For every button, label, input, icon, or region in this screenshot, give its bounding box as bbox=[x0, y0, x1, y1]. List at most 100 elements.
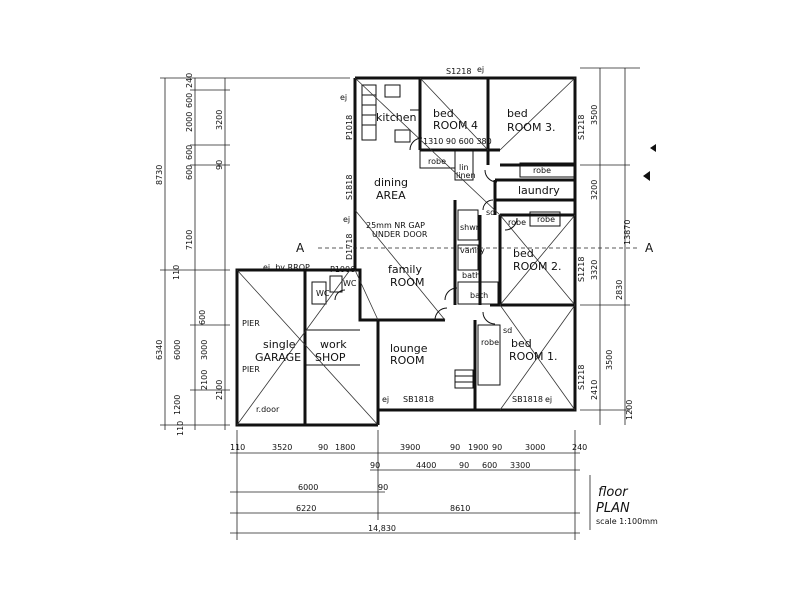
dim-left-6: 90 bbox=[215, 160, 224, 170]
interior-walls bbox=[303, 78, 576, 425]
dim-bottom-row1-1: 3520 bbox=[272, 443, 292, 452]
dim-left-13: 2100 bbox=[200, 370, 209, 390]
window-code-bed3: S1218 bbox=[577, 115, 586, 140]
dining-note-line1: 25mm NR GAP bbox=[366, 221, 425, 230]
left-dimensions: 8730 240 600 2000 3200 600 90 600 7100 1… bbox=[155, 73, 350, 436]
dim-bottom-row4-0: 6220 bbox=[296, 504, 316, 513]
section-line: A A bbox=[296, 241, 654, 255]
dim-left-14: 1200 bbox=[173, 395, 182, 415]
label-bed2-line1: bed bbox=[513, 247, 534, 260]
robe-label-3: robe bbox=[537, 215, 555, 224]
label-garage-line1: single bbox=[263, 338, 296, 351]
pier-label-1: PIER bbox=[242, 319, 260, 328]
dim-bottom-row1-3: 1800 bbox=[335, 443, 355, 452]
dim-left-8: 7100 bbox=[185, 230, 194, 250]
label-family-line2: ROOM bbox=[390, 276, 424, 289]
dim-left-4: 3200 bbox=[215, 110, 224, 130]
window-code-garage-door: P1006 bbox=[330, 265, 355, 274]
label-bed2-line2: ROOM 2. bbox=[513, 260, 561, 273]
title-block: floor PLAN scale 1:100mm bbox=[589, 475, 658, 530]
label-bath: bath bbox=[470, 291, 488, 300]
fixture-labels: robe robe robe robe robe vanity shwr bat… bbox=[242, 65, 555, 414]
diagonal-lines bbox=[236, 77, 576, 426]
dim-right-3: 3320 bbox=[590, 260, 599, 280]
dim-bottom-row1-6: 1900 bbox=[468, 443, 488, 452]
title-scale: scale 1:100mm bbox=[596, 517, 658, 526]
label-lounge-line2: ROOM bbox=[390, 354, 424, 367]
robe-label-4: robe bbox=[481, 338, 499, 347]
window-code-top: S1218 bbox=[446, 67, 471, 76]
dim-left-overall: 8730 bbox=[155, 165, 164, 185]
label-lin: lin bbox=[459, 163, 469, 172]
dim-left-9: 110 bbox=[172, 265, 181, 280]
label-bed4-line1: bed bbox=[433, 107, 454, 120]
label-bed4-line2: ROOM 4 bbox=[433, 119, 478, 132]
dim-left-11: 6000 bbox=[173, 340, 182, 360]
label-garage-line2: GARAGE bbox=[255, 351, 301, 364]
dim-bottom-row3-0: 6000 bbox=[298, 483, 318, 492]
bath-label: bath bbox=[462, 271, 480, 280]
dim-left-1: 240 bbox=[185, 73, 194, 88]
label-bed1-line2: ROOM 1. bbox=[509, 350, 557, 363]
label-workshop-line1: work bbox=[320, 338, 347, 351]
pier-label-2: PIER bbox=[242, 365, 260, 374]
dim-right-5: 2830 bbox=[615, 280, 624, 300]
title-line1: floor bbox=[598, 485, 629, 500]
dim-right-6: 3500 bbox=[605, 350, 614, 370]
dim-bottom-row1-7: 90 bbox=[492, 443, 502, 452]
marker-arrows bbox=[643, 144, 656, 181]
dim-left-3: 2000 bbox=[185, 112, 194, 132]
bottom-dim-row-3: 6000 90 bbox=[298, 483, 388, 492]
dim-left-15: 600 bbox=[198, 310, 207, 325]
bottom-dim-row-2: 90 4400 90 600 3300 bbox=[370, 461, 530, 470]
dim-right-2: 3200 bbox=[590, 180, 599, 200]
title-line2: PLAN bbox=[596, 501, 630, 516]
dim-bottom-row2-2: 90 bbox=[459, 461, 469, 470]
right-dimensions: 3500 3200 3320 13870 2830 3500 1200 2410 bbox=[580, 67, 640, 425]
ej-label-left2: ej bbox=[343, 215, 350, 224]
label-kitchen: kitchen bbox=[376, 111, 417, 124]
bottom-dim-row-4: 6220 8610 bbox=[296, 504, 470, 513]
dim-bottom-row1-2: 90 bbox=[318, 443, 328, 452]
label-bed3-line2: ROOM 3. bbox=[507, 121, 555, 134]
label-laundry: laundry bbox=[518, 184, 560, 197]
dim-left-2: 600 bbox=[185, 93, 194, 108]
dim-bottom-row3-1: 90 bbox=[378, 483, 388, 492]
dim-left-16: 110 bbox=[176, 421, 185, 436]
window-code-dining: S1818 bbox=[345, 175, 354, 200]
dim-bottom-row2-1: 4400 bbox=[416, 461, 436, 470]
dim-bottom-overall: 14,830 bbox=[368, 524, 396, 533]
label-workshop-line2: SHOP bbox=[315, 351, 346, 364]
label-bed3-line1: bed bbox=[507, 107, 528, 120]
dim-bottom-row1-9: 240 bbox=[572, 443, 587, 452]
sd-label-2: sd bbox=[503, 326, 512, 335]
ej-label-bottom2: ej bbox=[545, 395, 552, 404]
dim-right-4: 13870 bbox=[623, 220, 632, 245]
dim-left-7: 600 bbox=[185, 165, 194, 180]
dim-bottom-row1-5: 90 bbox=[450, 443, 460, 452]
ej-label-left: ej bbox=[340, 93, 347, 102]
dim-bottom-row4-1: 8610 bbox=[450, 504, 470, 513]
window-code-family: D1718 bbox=[345, 233, 354, 260]
vanity-label: vanity bbox=[460, 246, 485, 255]
dim-bottom-row2-3: 600 bbox=[482, 461, 497, 470]
label-family-line1: family bbox=[388, 263, 422, 276]
ej-label-garage: ej, by RROP bbox=[263, 263, 310, 272]
label-lounge-line1: lounge bbox=[390, 342, 428, 355]
label-linen: linen bbox=[456, 171, 476, 180]
sd-label-1: sd bbox=[486, 208, 495, 217]
dims-top-inner: 1310 90 600 380 bbox=[423, 137, 492, 146]
robe-label-2: robe bbox=[533, 166, 551, 175]
dim-right-1: 3500 bbox=[590, 105, 599, 125]
window-code-bottom-right: SB1818 bbox=[512, 395, 543, 404]
dim-bottom-row2-0: 90 bbox=[370, 461, 380, 470]
window-codes: S1218 P1018 S1818 D1718 S1218 S1218 S121… bbox=[330, 67, 586, 404]
room-labels: kitchen bed ROOM 4 bed ROOM 3. dining AR… bbox=[255, 107, 561, 367]
dim-bottom-row2-4: 3300 bbox=[510, 461, 530, 470]
door-swings bbox=[334, 137, 518, 325]
dining-note-line2: UNDER DOOR bbox=[372, 230, 428, 239]
window-code-bottom-left: SB1818 bbox=[403, 395, 434, 404]
